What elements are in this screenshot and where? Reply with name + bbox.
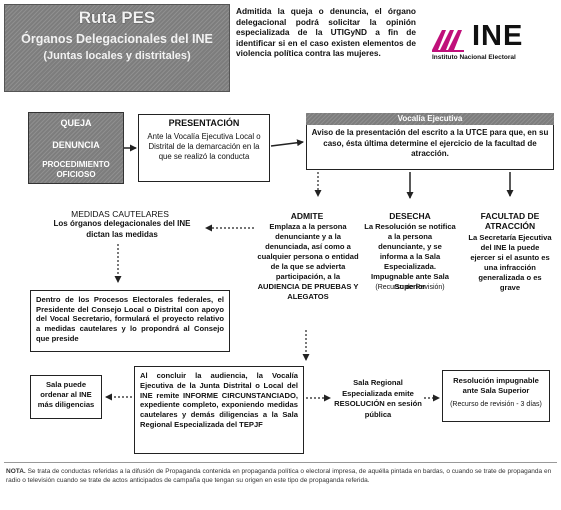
desecha-title: DESECHA bbox=[389, 211, 431, 221]
desecha-text: La Resolución se notifica a la persona d… bbox=[364, 222, 456, 291]
ine-logo: INE Instituto Nacional Electoral bbox=[432, 20, 552, 66]
nota-box bbox=[4, 462, 557, 505]
nota-paragraph: NOTA. Se trata de conductas referidas a … bbox=[6, 468, 554, 485]
presentacion-title: PRESENTACIÓN bbox=[168, 118, 240, 128]
medidas-title: MEDIDAS CAUTELARES bbox=[71, 209, 169, 219]
medidas-text: Los órganos delegacionales del INE dicta… bbox=[53, 219, 191, 239]
sala-ordenar-text: Sala puede ordenar al INE más diligencia… bbox=[37, 380, 95, 409]
vocalia-text: Aviso de la presentación del escrito a l… bbox=[311, 128, 549, 158]
desecha-note: (Recurso de Revisión) bbox=[375, 284, 445, 291]
start-box bbox=[28, 112, 124, 184]
facultad-title: FACULTAD DE ATRACCIÓN bbox=[480, 211, 540, 231]
ine-logo-icon bbox=[432, 30, 464, 52]
admite-title: ADMITE bbox=[290, 211, 324, 221]
presentacion-text: Ante la Vocalía Ejecutiva Local o Distri… bbox=[147, 132, 261, 161]
admite-text: Emplaza a la persona denunciante y a la … bbox=[257, 222, 359, 301]
header-subtitle-2: (Juntas locales y distritales) bbox=[43, 50, 191, 62]
arrow-presentacion-to-vocalia bbox=[270, 139, 304, 147]
vocalia-title: Vocalía Ejecutiva bbox=[306, 113, 554, 125]
header-description: Admitida la queja o denuncia, el órgano … bbox=[236, 6, 416, 59]
nota-label: NOTA. bbox=[6, 468, 26, 475]
resolucion-note: (Recurso de revisión - 3 días) bbox=[450, 401, 542, 408]
start-box-line-3: PROCEDIMIENTO OFICIOSO bbox=[42, 160, 110, 179]
header-title: Ruta PES bbox=[78, 8, 156, 27]
ine-logo-caption: Instituto Nacional Electoral bbox=[432, 54, 516, 61]
header-subtitle: Órganos Delegacionales del INE bbox=[21, 32, 213, 46]
procesos-box: Dentro de los Procesos Electorales feder… bbox=[30, 290, 230, 352]
start-box-line-1: QUEJA bbox=[60, 118, 92, 128]
ine-logo-text: INE bbox=[472, 20, 524, 52]
sala-regional-text: Sala Regional Especializada emite RESOLU… bbox=[334, 378, 422, 419]
nota-text: Se trata de conductas referidas a la dif… bbox=[6, 468, 552, 484]
facultad-text: La Secretaría Ejecutiva del INE la puede… bbox=[468, 233, 552, 292]
resolucion-text: Resolución impugnable ante Sala Superior bbox=[453, 376, 539, 395]
sala-ordenar-box bbox=[30, 375, 102, 419]
start-box-line-2: DENUNCIA bbox=[52, 140, 100, 150]
header-panel bbox=[4, 4, 230, 92]
vocalia-box bbox=[306, 118, 554, 170]
resolucion-box bbox=[442, 370, 550, 422]
audiencia-box: Al concluir la audiencia, la Vocalía Eje… bbox=[134, 366, 304, 454]
presentacion-box bbox=[138, 114, 270, 182]
